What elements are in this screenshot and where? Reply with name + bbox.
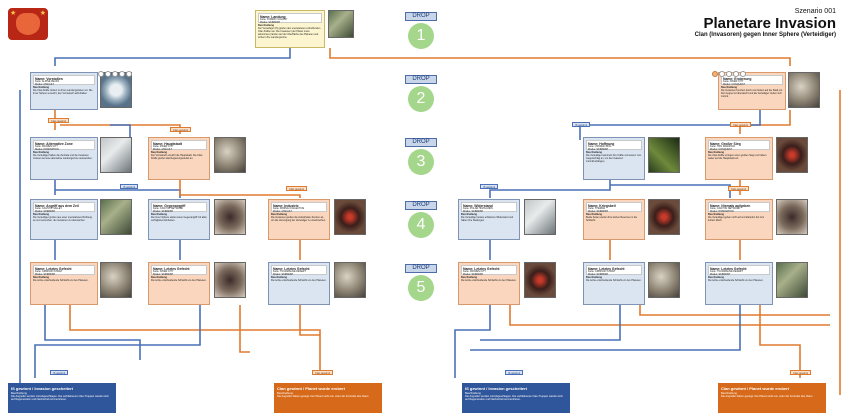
- progress-circles: [712, 64, 747, 77]
- tag-clan-wins: Clan gewinnt: [286, 186, 307, 191]
- map-thumbnail: [648, 199, 680, 235]
- tag-clan-wins: Clan gewinnt: [790, 370, 811, 375]
- page-title: Planetare Invasion: [703, 15, 836, 32]
- tag-clan-wins: Clan gewinnt: [728, 186, 749, 191]
- map-thumbnail: [214, 199, 246, 235]
- tag-is-wins: IS gewinnt: [120, 184, 139, 189]
- tag-clan-wins: Clan gewinnt: [48, 118, 69, 123]
- scenario-number: Szenario 001: [794, 8, 836, 15]
- tag-clan-wins: Clan gewinnt: [730, 122, 751, 127]
- map-thumbnail: [788, 72, 820, 108]
- map-thumbnail: [214, 262, 246, 298]
- tag-is-wins: IS gewinnt: [572, 122, 591, 127]
- map-thumbnail: [776, 137, 808, 173]
- tag-is-wins: IS gewinnt: [480, 184, 499, 189]
- map-thumbnail: [100, 199, 132, 235]
- map-thumbnail: [100, 137, 132, 173]
- map-thumbnail: [776, 262, 808, 298]
- map-thumbnail: [648, 137, 680, 173]
- map-thumbnail: [100, 72, 132, 108]
- map-thumbnail: [524, 199, 556, 235]
- map-thumbnail: [334, 199, 366, 235]
- map-thumbnail: [100, 262, 132, 298]
- map-thumbnail: [214, 137, 246, 173]
- clan-wolf-logo: ★ ★: [8, 8, 48, 40]
- tag-clan-wins: Clan gewinnt: [312, 370, 333, 375]
- map-thumbnail: [776, 199, 808, 235]
- map-thumbnail: [334, 262, 366, 298]
- map-thumbnail: [328, 10, 354, 38]
- tag-clan-wins: Clan gewinnt: [170, 127, 191, 132]
- tag-is-wins: IS gewinnt: [50, 370, 69, 375]
- page-subtitle: Clan (Invasoren) gegen Inner Sphere (Ver…: [694, 32, 836, 38]
- tag-is-wins: IS gewinnt: [505, 370, 524, 375]
- map-thumbnail: [524, 262, 556, 298]
- title-area: Szenario 001 Planetare Invasion Clan (In…: [695, 8, 836, 38]
- progress-circles: [98, 64, 133, 77]
- map-thumbnail: [648, 262, 680, 298]
